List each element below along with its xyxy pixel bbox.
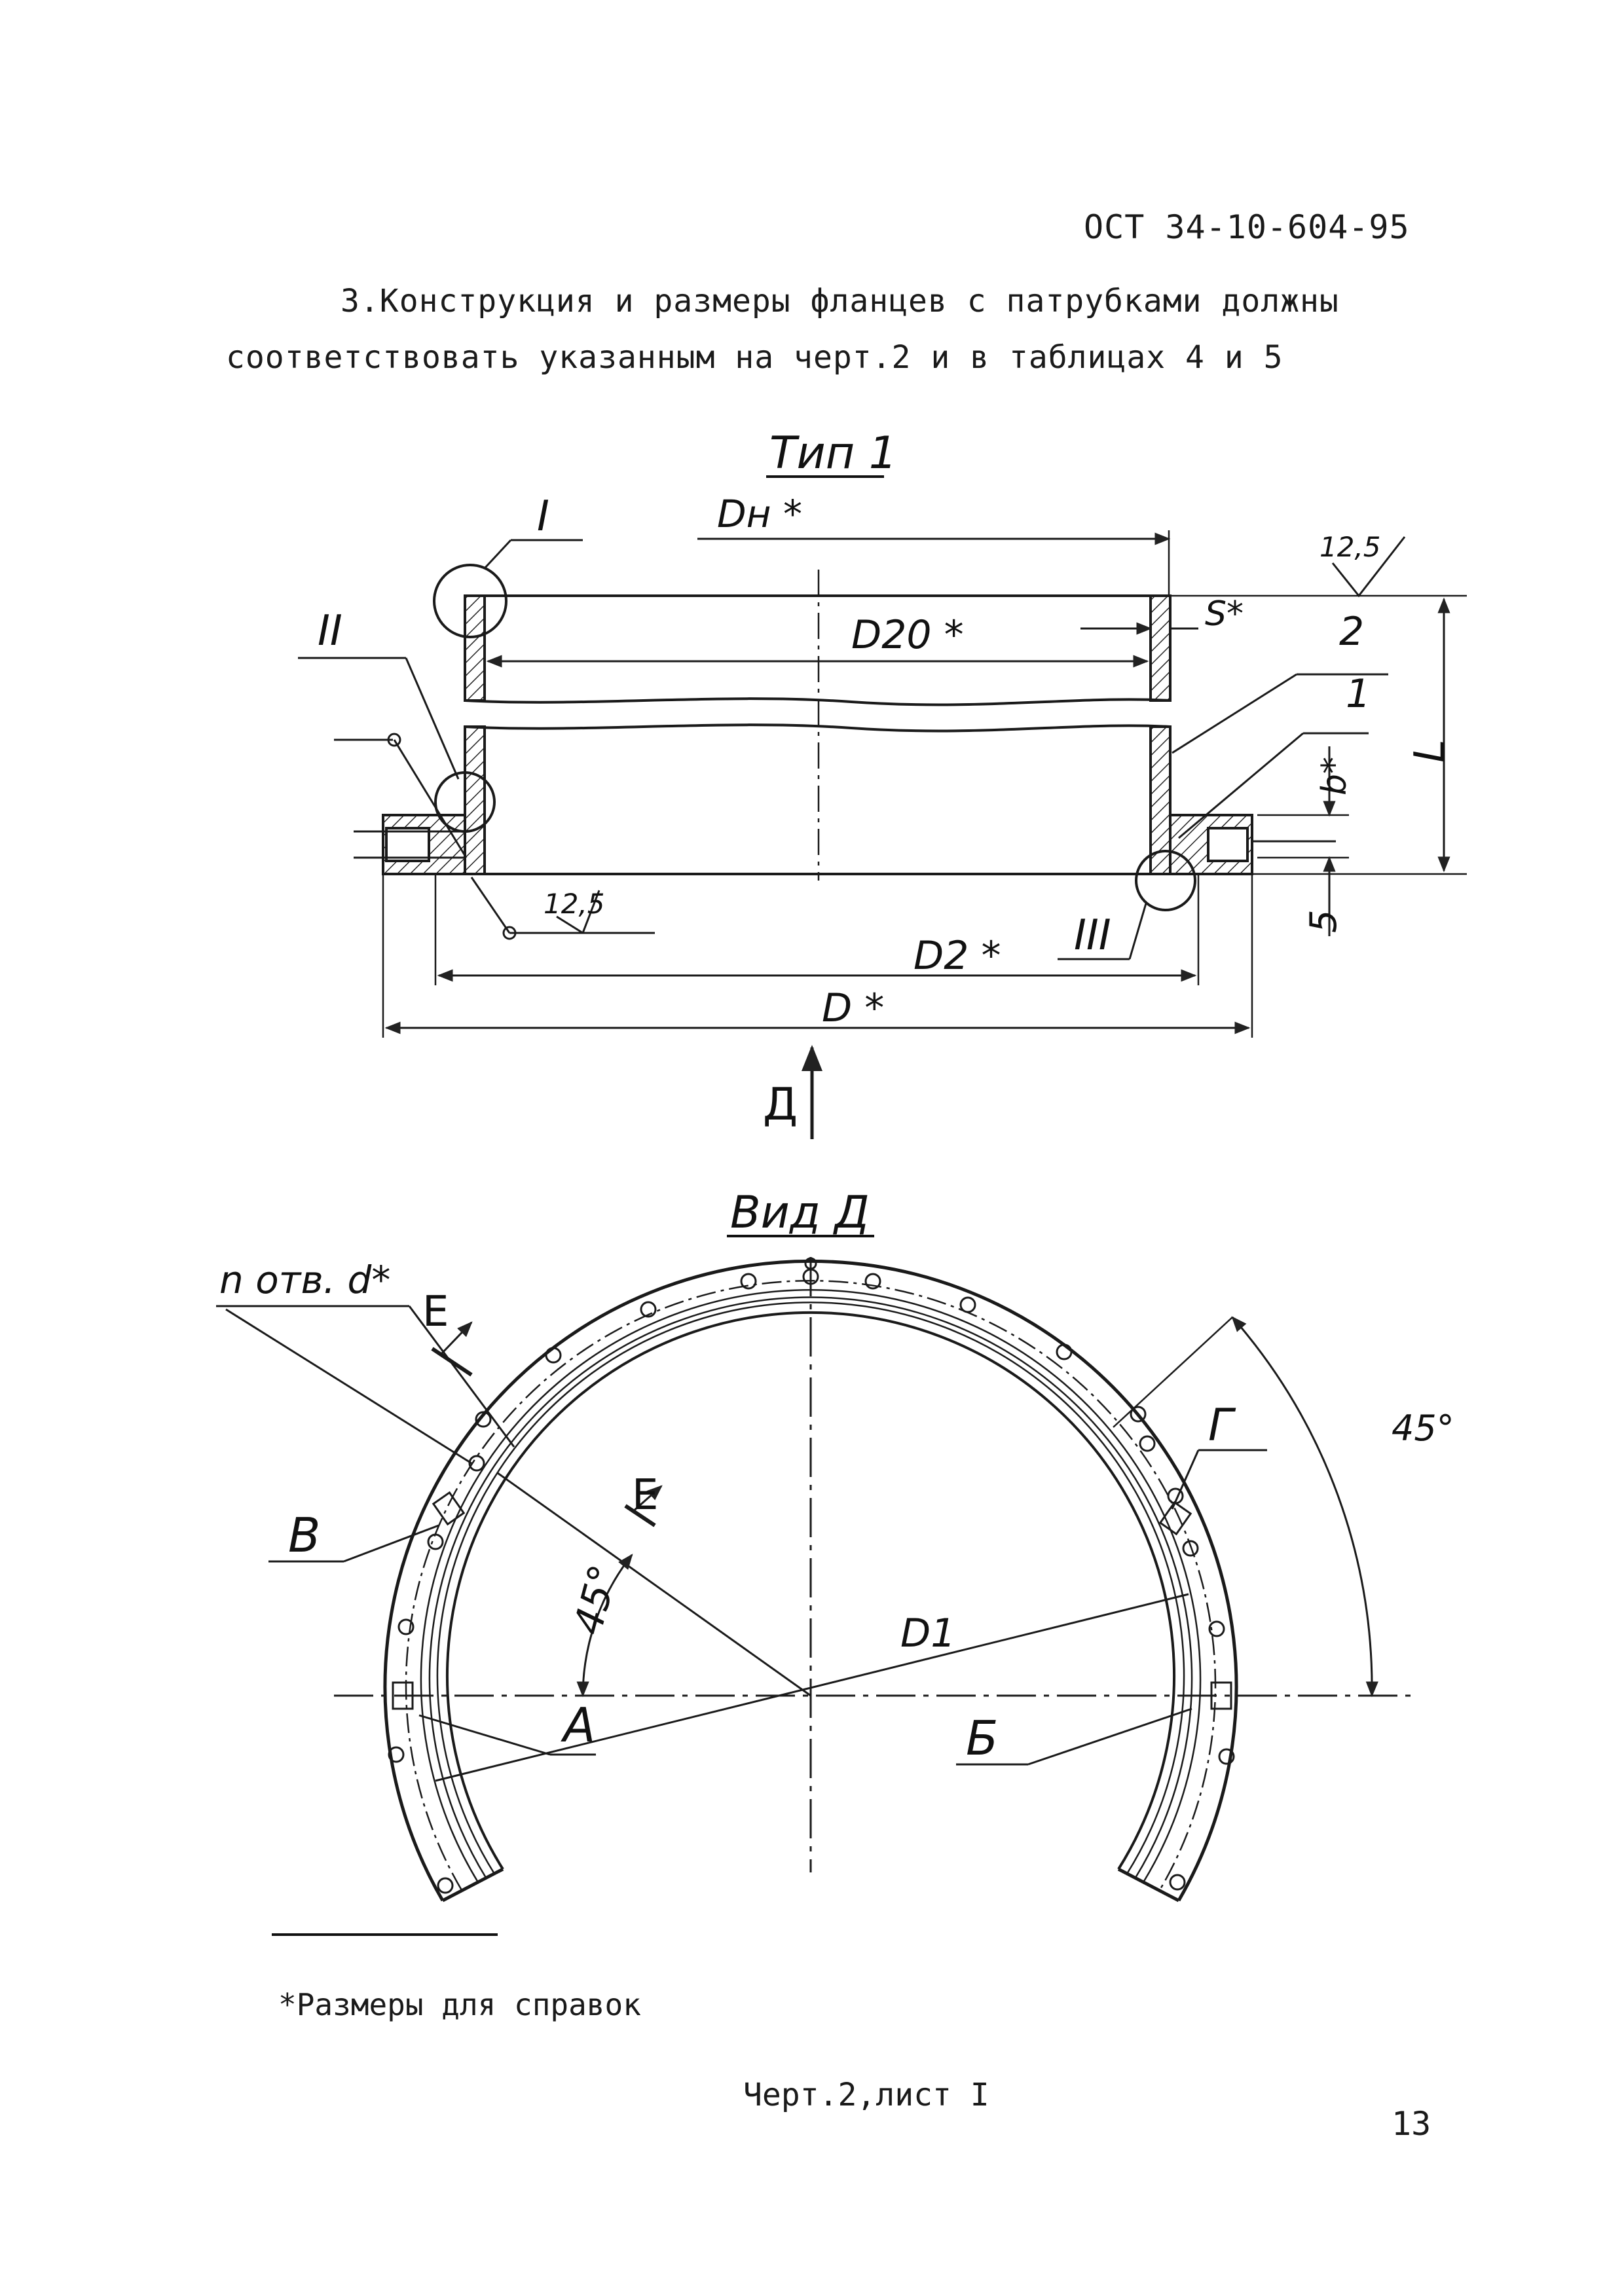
figure-caption: Черт.2,лист I (743, 2077, 989, 2113)
section-e-bottom: E (632, 1471, 658, 1520)
document-code: ОСТ 34-10-604-95 (1084, 208, 1410, 246)
label-2: 2 (1339, 609, 1364, 655)
ring-inner (446, 1311, 1175, 1870)
page-number: 13 (1392, 2105, 1431, 2143)
dim-d2: D2 * (913, 933, 1001, 979)
angle-right: 45° (1392, 1408, 1454, 1449)
dim-d20: D20 * (851, 612, 964, 658)
dim-b: b* (1315, 757, 1354, 795)
callout-II: II (318, 607, 342, 655)
section-e-top: E (422, 1288, 449, 1336)
flange-view-labels: Вид Д n отв. d* E E Г 45° 45° В А Б D1 (219, 1187, 1454, 1766)
detail-v: В (288, 1508, 320, 1563)
detail-b: Б (966, 1711, 998, 1766)
section-labels: Тип 1 Dн * D20 * S* 2 1 b* L 12,5 12,5 D… (318, 428, 1454, 1131)
label-1: 1 (1346, 671, 1371, 717)
paragraph-line-1: 3.Конструкция и размеры фланцев с патруб… (341, 283, 1339, 319)
view-title: Вид Д (730, 1187, 870, 1239)
section-view (298, 530, 1467, 1139)
left-wall-lower (464, 725, 486, 875)
dim-s: S* (1205, 594, 1244, 634)
callout-III: III (1074, 911, 1111, 960)
holes-label: n отв. d* (219, 1258, 390, 1302)
bolt-holes (388, 1257, 1235, 1894)
roughness-top: 12,5 (1320, 531, 1381, 563)
right-wall-upper (1149, 594, 1172, 702)
dim-L: L (1406, 739, 1454, 763)
dim-dh: Dн * (717, 492, 802, 536)
detail-g: Г (1208, 1400, 1236, 1451)
view-arrow-label: Д (763, 1079, 798, 1131)
callout-I: I (537, 492, 549, 541)
roughness-bottom: 12,5 (544, 888, 605, 920)
left-wall-upper (464, 594, 486, 702)
paragraph-line-2: соответствовать указанным на черт.2 и в … (226, 339, 1283, 376)
detail-a: А (561, 1698, 595, 1753)
flange-view (216, 1257, 1414, 1903)
dim-5: 5 (1302, 909, 1345, 933)
dim-d: D * (822, 985, 884, 1031)
type-title: Тип 1 (769, 428, 897, 479)
angle-left: 45° (565, 1560, 627, 1639)
footnote: *Размеры для справок (278, 1987, 641, 2022)
dim-d1: D1 (900, 1611, 955, 1656)
